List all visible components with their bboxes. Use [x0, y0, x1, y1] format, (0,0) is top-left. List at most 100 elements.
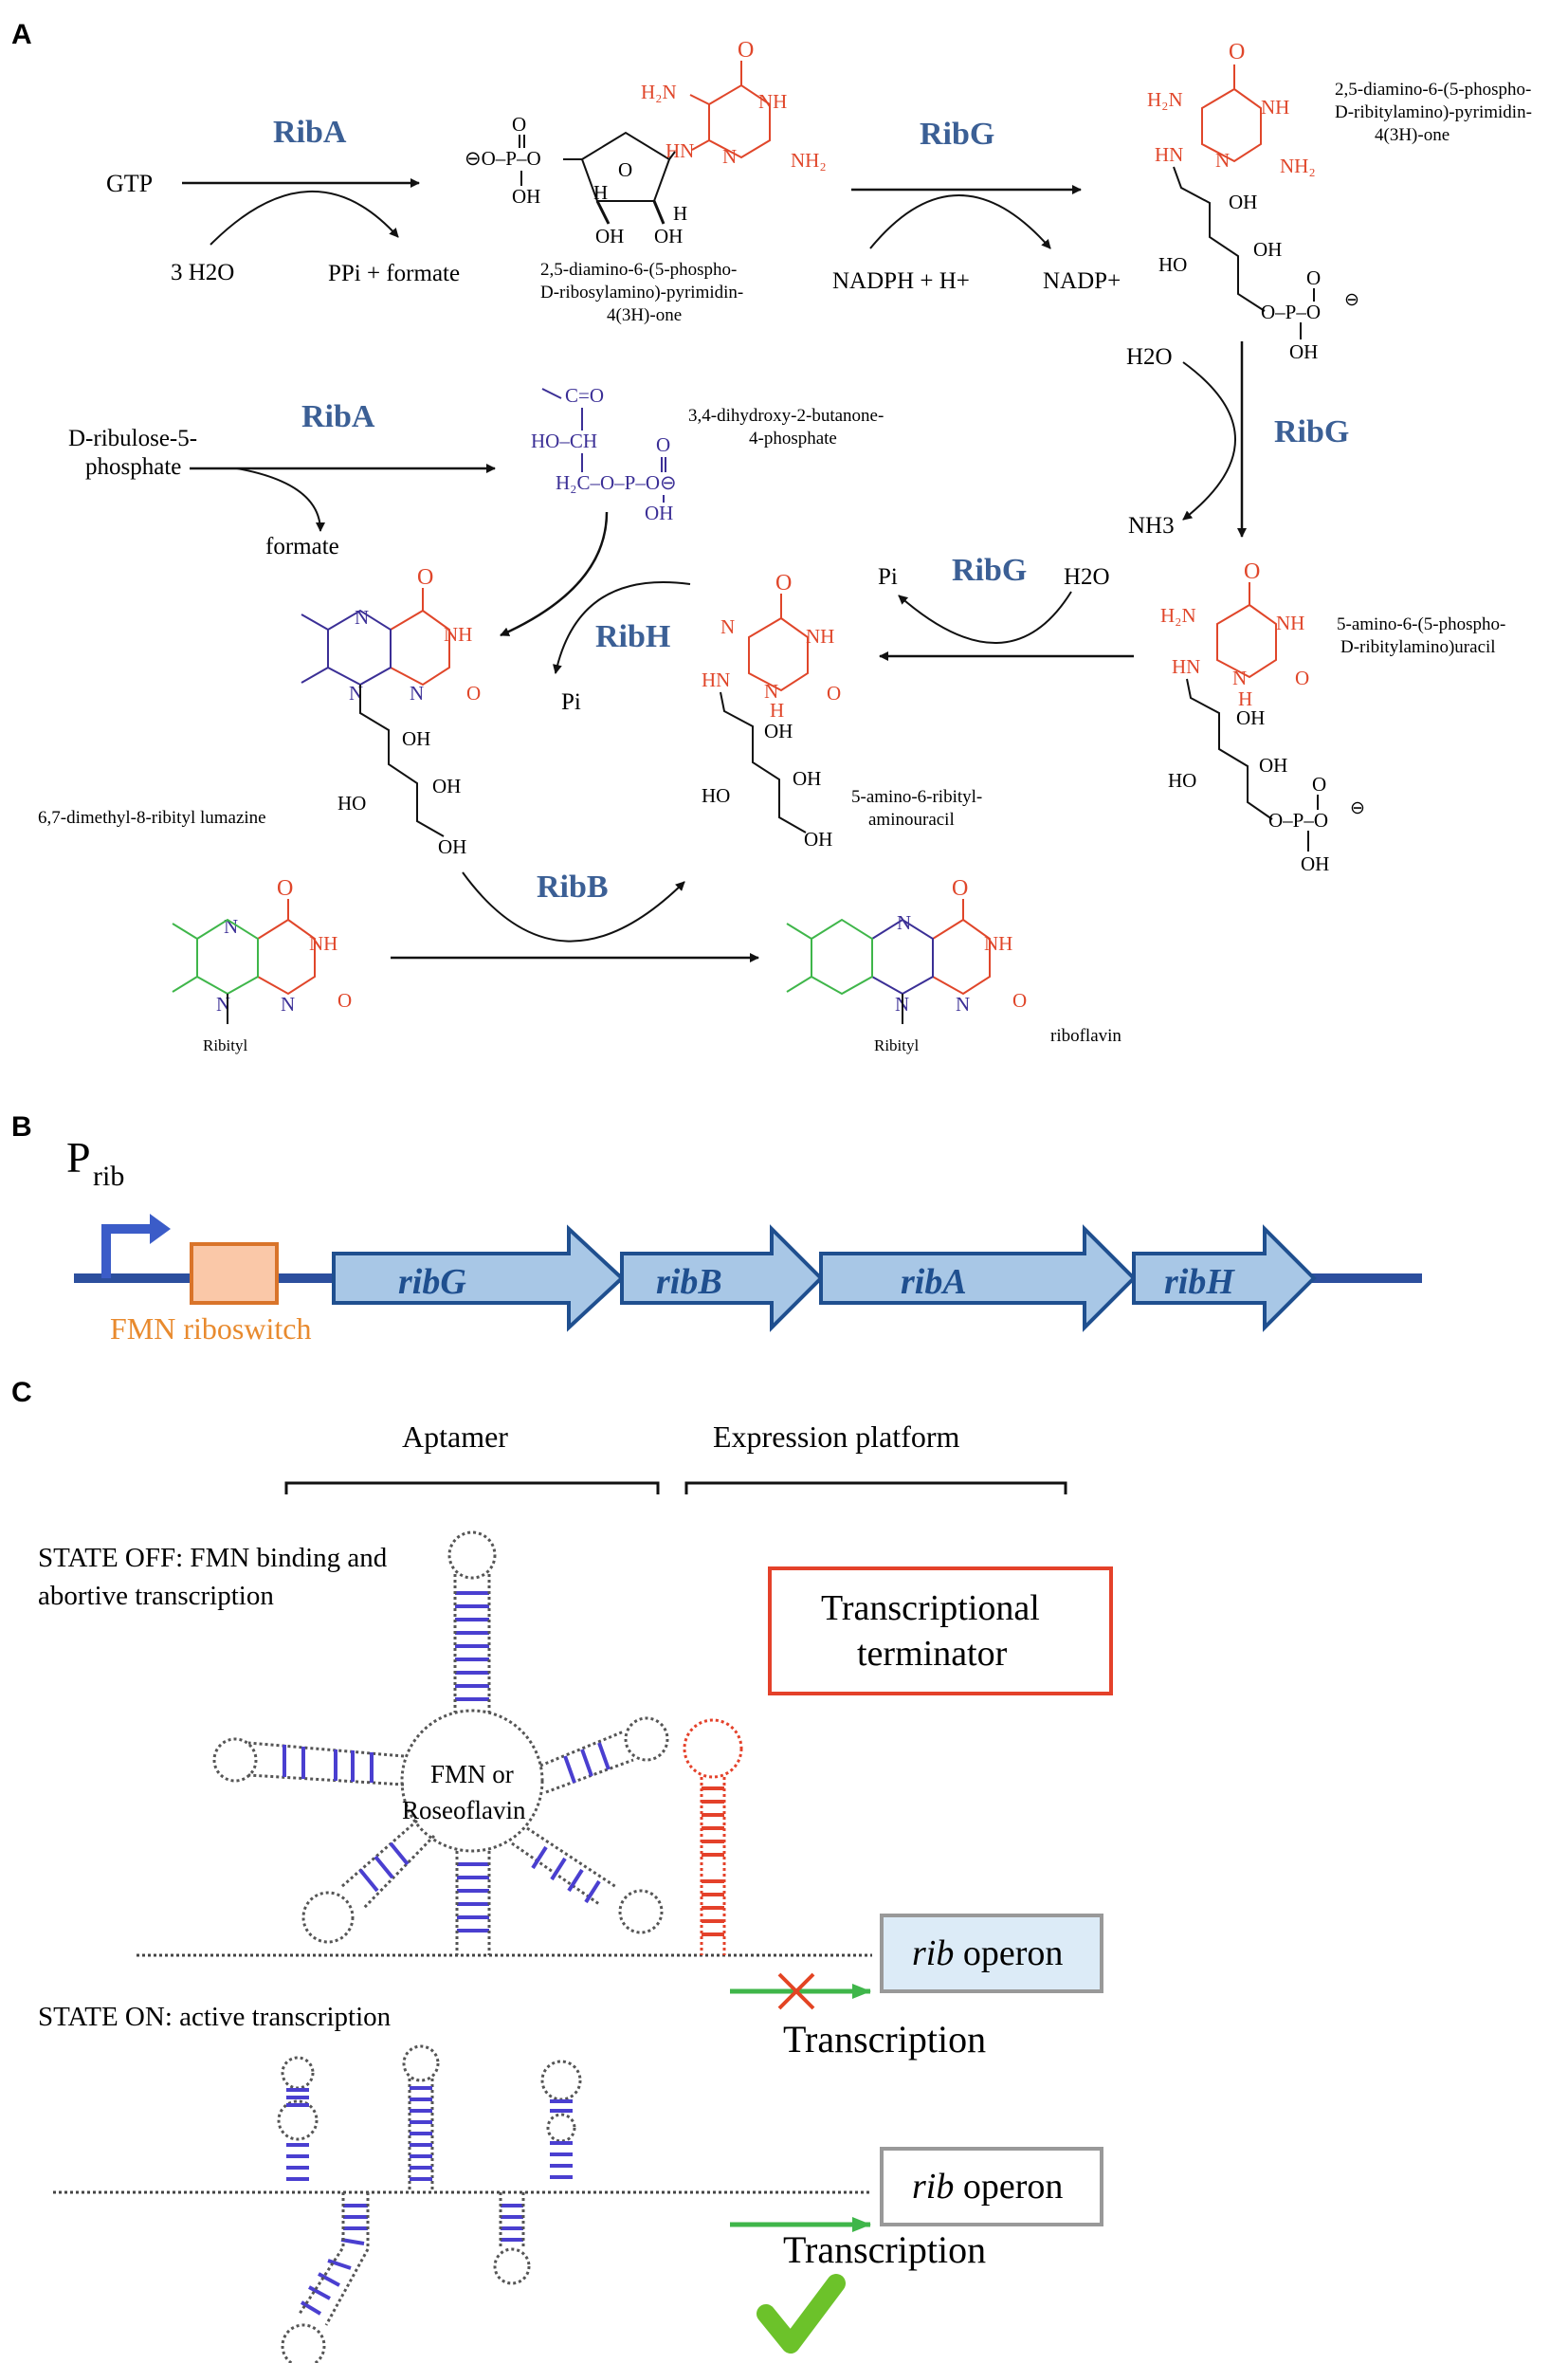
- ligand-label-1: FMN or: [430, 1760, 514, 1788]
- state-off-label-2: abortive transcription: [38, 1581, 274, 1611]
- nadp-label: NADP+: [1043, 268, 1121, 294]
- lumazine-substrate-structure: O NH O N N N Ribityl: [172, 876, 352, 1054]
- svg-text:OH: OH: [1229, 191, 1257, 213]
- svg-text:N: N: [410, 682, 424, 705]
- svg-text:NH: NH: [758, 90, 787, 113]
- enzyme-ribg-2: RibG: [1274, 414, 1349, 449]
- svg-text:NH: NH: [1261, 96, 1289, 119]
- pi-label-1: Pi: [878, 564, 898, 590]
- curved-arrow-phosphatase: [898, 591, 1072, 644]
- terminator-box: [768, 1566, 1113, 1695]
- svg-text:H: H: [770, 699, 784, 722]
- compound-6-name: 6,7-dimethyl-8-ribityl lumazine: [38, 808, 266, 828]
- enzyme-riba-1: RibA: [273, 115, 347, 150]
- transcription-label-on: Transcription: [783, 2228, 986, 2271]
- operon-label-on: rib operon: [912, 2167, 1063, 2207]
- ligand-label-2: Roseoflavin: [402, 1796, 526, 1824]
- promoter-subscript: rib: [93, 1161, 124, 1192]
- svg-text:NH₂: NH₂: [791, 149, 827, 172]
- pi-label-2: Pi: [561, 689, 581, 715]
- compound-6-structure: O NH O N N N OH HO OH OH: [301, 565, 481, 858]
- svg-text:O: O: [1229, 40, 1245, 64]
- svg-text:N: N: [355, 606, 369, 629]
- svg-text:N: N: [1232, 667, 1247, 689]
- aptamer-bracket: [284, 1481, 660, 1494]
- compound-4-name: 5-amino-6-(5-phospho- D-ribitylamino)ura…: [1337, 614, 1505, 657]
- svg-text:5-amino-6-(5-phospho-: 5-amino-6-(5-phospho-: [1337, 614, 1505, 634]
- ribose-ring: [580, 131, 671, 202]
- h2o-label-2: H2O: [1064, 564, 1110, 590]
- expression-bracket: [684, 1481, 1067, 1494]
- state-off-label-1: STATE OFF: FMN binding and: [38, 1543, 388, 1573]
- svg-text:N: N: [897, 911, 911, 934]
- svg-text:O: O: [466, 682, 481, 705]
- svg-text:D-ribosylamino)-pyrimidin-: D-ribosylamino)-pyrimidin-: [540, 283, 743, 302]
- aptamer-label: Aptamer: [402, 1420, 508, 1454]
- blocked-cross-icon: [777, 1972, 815, 2010]
- svg-text:O: O: [337, 989, 352, 1012]
- svg-text:N: N: [720, 615, 735, 638]
- terminator-label-2: terminator: [857, 1634, 1008, 1674]
- curved-arrow-nadph: [869, 194, 1051, 249]
- svg-text:HN: HN: [1172, 655, 1200, 678]
- svg-text:⊖: ⊖: [1350, 798, 1365, 818]
- gtp-label: GTP: [106, 170, 153, 197]
- ribulose-label: D-ribulose-5- phosphate: [68, 426, 197, 480]
- svg-text:O: O: [1312, 773, 1326, 796]
- svg-text:O: O: [1295, 667, 1309, 689]
- svg-text:OH: OH: [1259, 754, 1287, 777]
- svg-text:NH: NH: [806, 625, 834, 648]
- compound-4-structure: O H₂N NH HN N O H OH HO OH O–P–O O OH ⊖: [1160, 559, 1365, 875]
- svg-text:OH: OH: [438, 835, 466, 858]
- svg-text:2,5-diamino-6-(5-phospho-: 2,5-diamino-6-(5-phospho-: [540, 260, 737, 280]
- enzyme-ribg-1: RibG: [920, 117, 994, 152]
- svg-text:HO: HO: [702, 784, 730, 807]
- svg-text:H₂N: H₂N: [641, 81, 677, 103]
- svg-text:O: O: [1012, 989, 1027, 1012]
- svg-text:H₂N: H₂N: [1160, 604, 1196, 627]
- bond: [668, 151, 676, 160]
- svg-text:O: O: [952, 876, 968, 901]
- svg-text:OH: OH: [645, 502, 673, 524]
- compound-1-structure: ⊖O–P–O O OH O H H OH OH O H₂N NH HN N NH: [465, 38, 827, 247]
- operon-box-on: [880, 2147, 1103, 2226]
- svg-text:O: O: [738, 38, 754, 63]
- pyrimidine-ring-1: O H₂N NH HN N NH₂: [641, 38, 827, 172]
- svg-text:⊖: ⊖: [1344, 290, 1359, 310]
- compound-3-name: 3,4-dihydroxy-2-butanone- 4-phosphate: [688, 406, 884, 449]
- svg-text:OH: OH: [1253, 238, 1282, 261]
- ribose-oh-2: OH: [654, 225, 683, 247]
- svg-text:N: N: [722, 145, 737, 168]
- ribityl-label-1: Ribityl: [203, 1036, 248, 1054]
- riboswitch-mechanism-panel: Aptamer Expression platform STATE OFF: F…: [38, 1420, 1113, 2363]
- svg-text:H: H: [1238, 687, 1252, 710]
- svg-text:HN: HN: [702, 669, 730, 691]
- compound-5-name: 5-amino-6-ribityl- aminouracil: [851, 787, 982, 830]
- nh3-label: NH3: [1128, 513, 1175, 539]
- ribityl-label-2: Ribityl: [874, 1036, 920, 1054]
- gene-ribh-label: ribH: [1164, 1262, 1235, 1302]
- compound-2-structure: O H₂N NH HN N NH₂ OH HO OH O–P–O O OH ⊖: [1147, 40, 1359, 363]
- svg-text:4(3H)-one: 4(3H)-one: [607, 305, 682, 325]
- promoter-label: P: [66, 1133, 91, 1182]
- nadph-label: NADPH + H+: [832, 268, 970, 294]
- ribose-h-1: H: [593, 181, 608, 204]
- svg-text:H₂N: H₂N: [1147, 88, 1183, 111]
- compound-5-structure: O N NH HN N O H OH HO OH OH: [702, 571, 841, 851]
- svg-text:3,4-dihydroxy-2-butanone-: 3,4-dihydroxy-2-butanone-: [688, 406, 884, 426]
- svg-text:5-amino-6-ribityl-: 5-amino-6-ribityl-: [851, 787, 982, 807]
- gene-riba-label: ribA: [901, 1262, 967, 1302]
- operon-box-off: [880, 1914, 1103, 1993]
- svg-text:H₂C–O–P–O⊖: H₂C–O–P–O⊖: [556, 471, 677, 494]
- stem-bottom: [457, 1862, 489, 1933]
- svg-text:OH: OH: [793, 767, 821, 790]
- svg-text:2,5-diamino-6-(5-phospho-: 2,5-diamino-6-(5-phospho-: [1335, 80, 1531, 100]
- promoter-arrow-icon: [101, 1224, 152, 1278]
- svg-text:D-ribitylamino)-pyrimidin-: D-ribitylamino)-pyrimidin-: [1335, 102, 1532, 122]
- gene-ribg-label: ribG: [398, 1262, 466, 1302]
- bond: [595, 200, 611, 225]
- ribose-oh-1: OH: [595, 225, 624, 247]
- gene-ribb-label: ribB: [656, 1262, 722, 1302]
- svg-text:O: O: [827, 682, 841, 705]
- compound-2-name: 2,5-diamino-6-(5-phospho- D-ribitylamino…: [1335, 80, 1532, 145]
